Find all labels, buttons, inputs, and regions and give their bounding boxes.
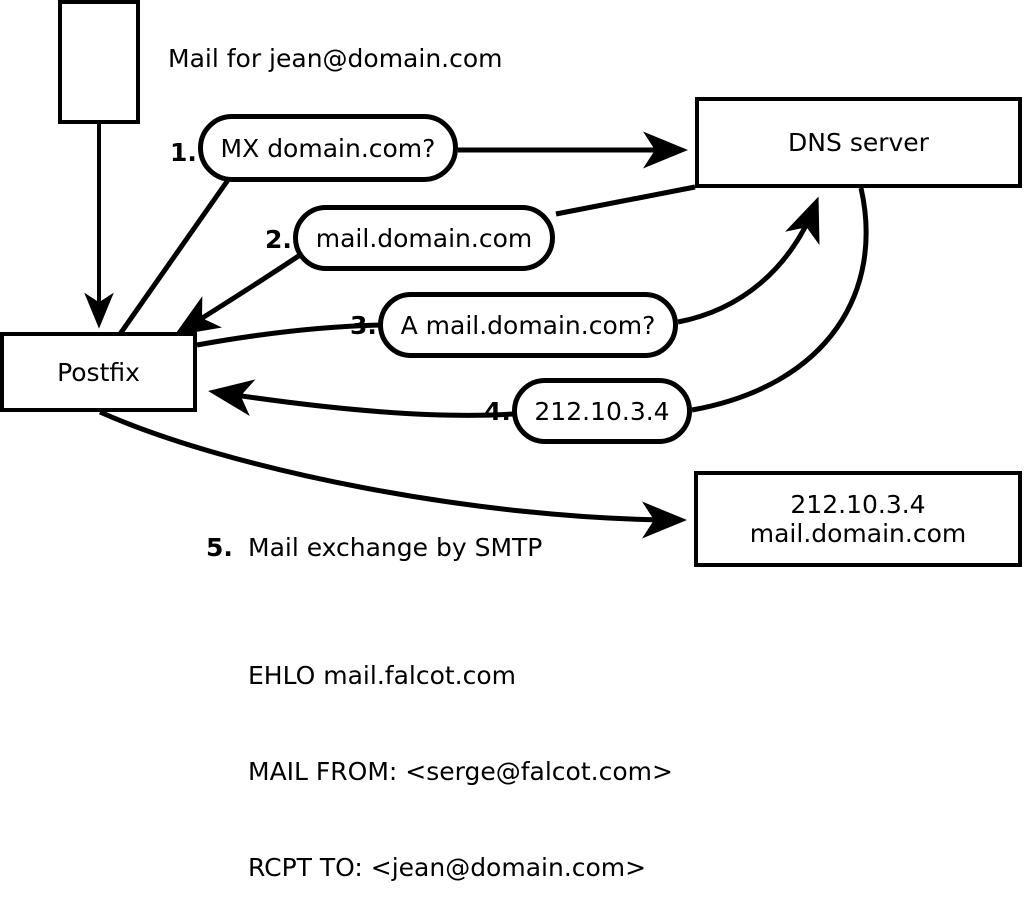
step-1-bubble-label: MX domain.com? — [220, 133, 436, 163]
step-4-number: 4. — [484, 397, 511, 426]
mail-server-box[interactable]: 212.10.3.4 mail.domain.com — [694, 471, 1022, 567]
postfix-label: Postfix — [57, 357, 140, 387]
dns-server-box[interactable]: DNS server — [695, 97, 1022, 188]
step-2-bubble-mx-answer[interactable]: mail.domain.com — [293, 205, 555, 271]
mail-server-hostname: mail.domain.com — [749, 519, 967, 548]
smtp-line-rcpt-to: RCPT TO: <jean@domain.com> — [248, 853, 647, 882]
postfix-box[interactable]: Postfix — [0, 332, 197, 412]
step-3-bubble-label: A mail.domain.com? — [400, 310, 656, 340]
step-1-number: 1. — [170, 138, 197, 167]
step-2-bubble-label: mail.domain.com — [315, 223, 533, 253]
mail-for-caption: Mail for jean@domain.com — [168, 44, 503, 73]
smtp-line-mail-from: MAIL FROM: <serge@falcot.com> — [248, 757, 673, 786]
step-5-number: 5. — [206, 533, 233, 562]
step-3-bubble-a-query[interactable]: A mail.domain.com? — [378, 292, 678, 358]
step-4-bubble-label: 212.10.3.4 — [534, 396, 670, 426]
smtp-line-ehlo: EHLO mail.falcot.com — [248, 661, 517, 690]
step-4-bubble-a-answer[interactable]: 212.10.3.4 — [512, 378, 692, 444]
mail-client-box[interactable] — [58, 0, 140, 124]
mail-server-ip: 212.10.3.4 — [790, 490, 926, 519]
step-5-label: Mail exchange by SMTP — [248, 533, 543, 562]
dns-server-label: DNS server — [788, 128, 929, 157]
smtp-transcript: EHLO mail.falcot.com MAIL FROM: <serge@f… — [248, 596, 673, 919]
step-2-number: 2. — [265, 225, 292, 254]
step-1-bubble-mx-query[interactable]: MX domain.com? — [198, 114, 458, 182]
step-3-number: 3. — [350, 311, 377, 340]
